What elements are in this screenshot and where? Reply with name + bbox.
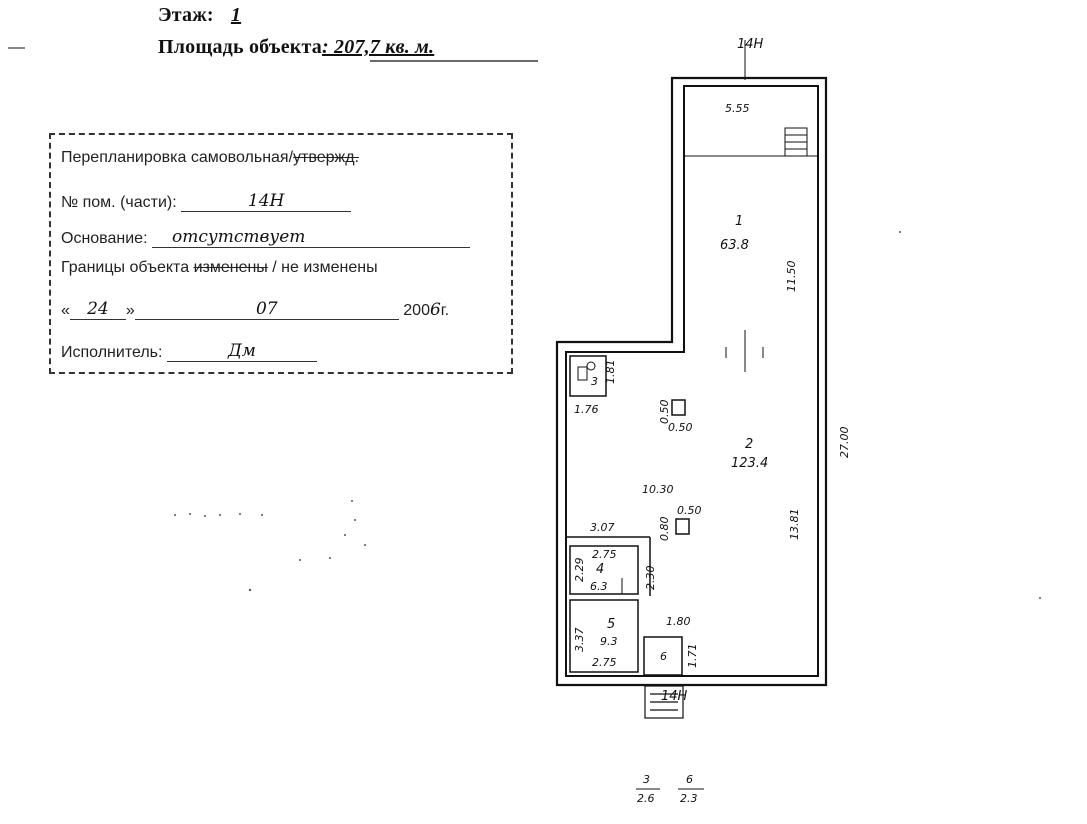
room5-number: 5 [607,617,615,632]
stamp-borders: Границы объекта изменены / не изменены [61,259,378,276]
stamp-date: «24»07 2006г. [61,299,450,320]
dim-wc-depth: 1.81 [604,360,617,385]
wc-fixture-icon [586,361,596,371]
room5-area: 9.3 [600,635,618,648]
room3-wc [569,355,607,397]
room5 [569,599,639,673]
dim-room2-width: 10.30 [642,483,674,496]
floor-line: Этаж: 1 [158,4,253,27]
dim-partition: 3.07 [590,521,615,534]
stamp-executor: Исполнитель: Дм [61,341,317,362]
dim-col1-a: 0.50 [658,400,671,425]
stamp-redevelopment: Перепланировка самовольная/утвержд. [61,149,359,166]
room4 [569,545,639,595]
floor-label: Этаж: [158,4,214,26]
dim-col2-a: 0.50 [677,504,702,517]
inner-wall [565,85,819,677]
dim-room1-length: 11.50 [785,261,798,293]
stamp-room-value: 14Н [247,191,285,211]
column-1 [671,399,686,416]
dim-wc-width: 1.76 [574,403,599,416]
explication-a-area: 2.6 [637,792,655,805]
dim-overall-length: 27.00 [838,427,851,459]
room6 [643,636,683,676]
dim-col1-b: 0.50 [668,421,693,434]
stamp-basis-value: отсутствует [171,227,306,247]
outer-wall [555,76,828,687]
room6-number: 6 [660,650,667,663]
top-room-tag: 14Н [737,37,764,52]
stamp-room-number: № пом. (части): 14Н [61,191,352,212]
room4-number: 4 [596,562,604,577]
column-2 [675,518,690,535]
room2-number: 2 [745,437,753,452]
room1-area: 63.8 [720,238,749,253]
dim-col2-b: 0.80 [658,517,671,542]
inventory-stamp: Перепланировка самовольная/утвержд. № по… [49,133,513,374]
dim-r5-bottom: 2.75 [592,656,617,669]
area-label: Площадь объекта [158,36,322,58]
entrance-steps-icon [644,685,684,719]
dim-r6-top: 1.80 [666,615,691,628]
area-line: Площадь объекта: 207,7 кв. м. [158,36,434,59]
floor-value: 1 [230,4,242,26]
dim-r6-side: 1.71 [686,644,699,669]
executor-signature: Дм [227,341,256,361]
bottom-room-tag: 14Н [661,689,688,704]
explication-b-num: 6 [686,773,693,786]
dim-r4-right: 2.30 [644,566,657,591]
explication-a-num: 3 [643,773,650,786]
dim-room2-length: 13.81 [788,509,801,541]
scan-noise [174,231,1041,599]
dim-top-width: 5.55 [725,102,750,115]
explication-b-area: 2.3 [680,792,698,805]
dim-r5-side: 3.37 [573,628,586,653]
room2-area: 123.4 [731,456,768,471]
stair-icon [784,127,808,157]
dim-r4-top: 2.75 [592,548,617,561]
wc-fixture-icon [577,366,588,381]
stamp-basis: Основание: отсутствует [61,227,470,248]
room4-area: 6.3 [590,580,608,593]
room1-number: 1 [735,214,743,229]
area-value: : 207,7 кв. м. [322,36,435,58]
room3-number: 3 [591,375,598,388]
dim-r4-side: 2.29 [573,558,586,583]
